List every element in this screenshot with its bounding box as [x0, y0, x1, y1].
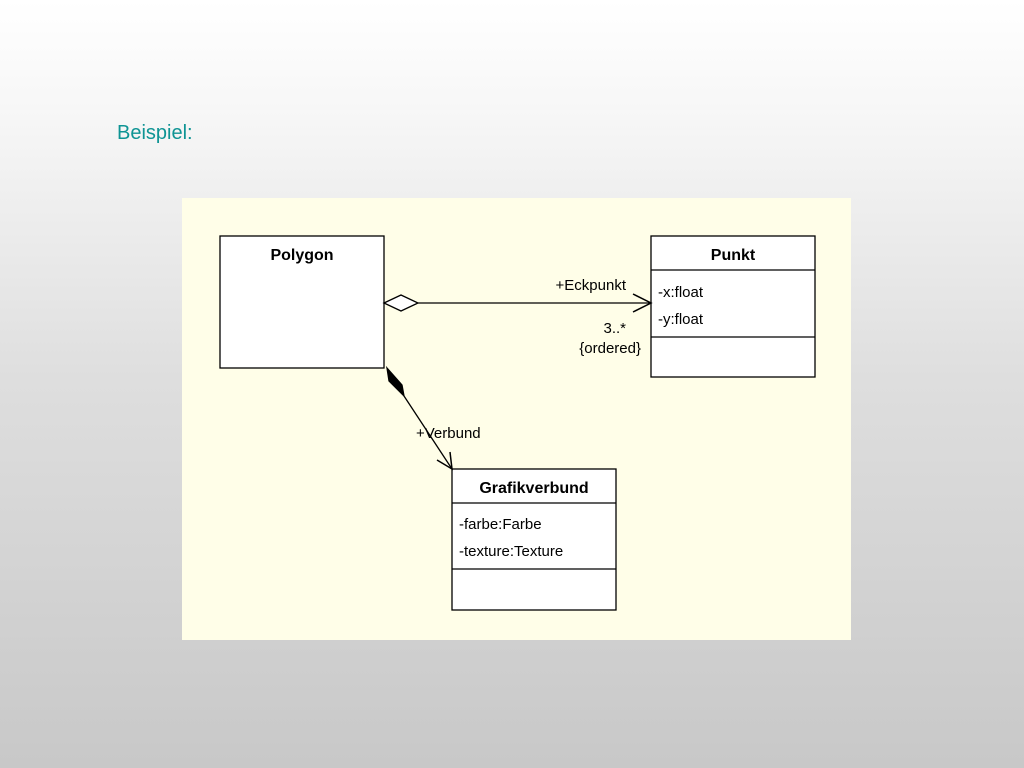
association-eckpunkt-role: +Eckpunkt: [556, 277, 627, 294]
class-punkt-attribute: -y:float: [658, 311, 704, 328]
class-punkt-attribute: -x:float: [658, 284, 704, 301]
navigability-arrow-icon: [632, 293, 653, 313]
association-eckpunkt-constraint: {ordered}: [579, 340, 641, 357]
class-grafikverbund-name: Grafikverbund: [479, 480, 588, 497]
association-eckpunkt-multiplicity: 3..*: [603, 320, 626, 337]
class-punkt-box: [650, 235, 816, 378]
association-verbund-line: [403, 395, 453, 470]
association-eckpunkt: +Eckpunkt 3..* {ordered}: [382, 277, 653, 357]
class-grafikverbund-attribute: -texture:Texture: [459, 543, 563, 560]
class-polygon-box: [219, 235, 385, 369]
class-grafikverbund-attribute: -farbe:Farbe: [459, 516, 542, 533]
uml-class-diagram: Polygon Punkt -x:float -y:float Grafikve…: [182, 198, 851, 640]
class-punkt-name: Punkt: [711, 247, 756, 264]
class-polygon: Polygon: [219, 235, 385, 369]
association-verbund: +Verbund: [386, 365, 481, 471]
class-grafikverbund: Grafikverbund -farbe:Farbe -texture:Text…: [451, 468, 617, 611]
class-punkt: Punkt -x:float -y:float: [650, 235, 816, 378]
slide-heading: Beispiel:: [117, 122, 193, 144]
class-polygon-name: Polygon: [270, 247, 333, 264]
composition-diamond-icon: [386, 365, 406, 398]
aggregation-diamond-icon: [382, 294, 420, 312]
class-grafikverbund-box: [451, 468, 617, 611]
navigability-arrow-icon: [436, 451, 453, 471]
association-verbund-role: +Verbund: [416, 425, 481, 442]
